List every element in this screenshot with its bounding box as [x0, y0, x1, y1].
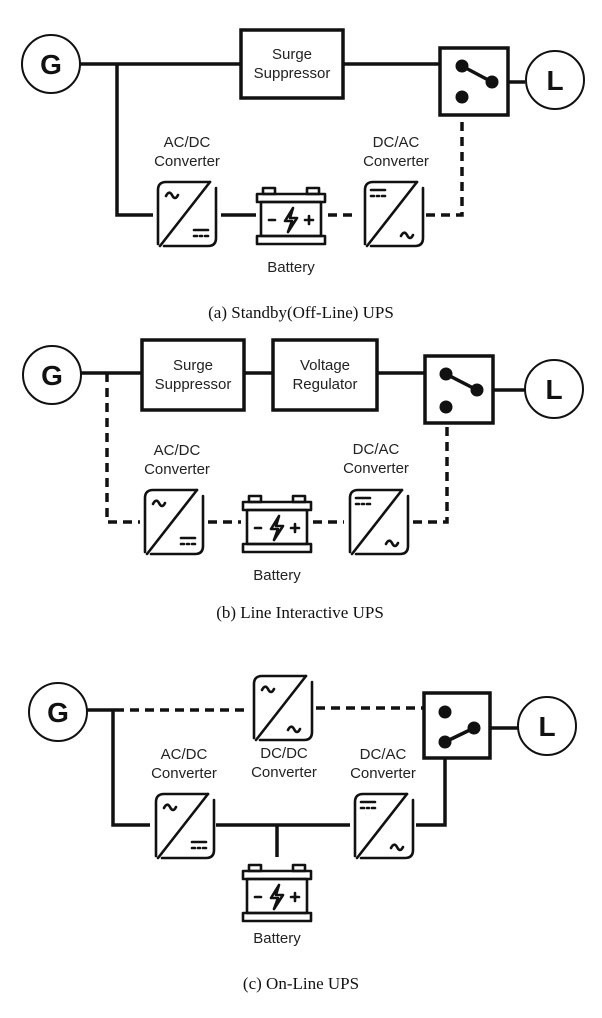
battery-icon — [241, 863, 313, 923]
generator-source — [21, 34, 81, 94]
dcac-label-2: Converter — [363, 153, 429, 170]
generator-source — [28, 682, 88, 742]
generator-label: G — [41, 360, 63, 391]
transfer-switch — [422, 691, 492, 760]
dcdc-converter-icon — [252, 674, 314, 742]
battery-label: Battery — [253, 567, 301, 584]
acdc-converter-icon — [154, 792, 216, 860]
wire-dcac-to-switch — [416, 742, 447, 827]
surge-suppressor-label-1: Surge — [272, 46, 312, 63]
voltage-regulator-label-2: Regulator — [292, 376, 357, 393]
load-label: L — [545, 374, 562, 405]
switch-lever — [445, 372, 478, 392]
acdc-label-2: Converter — [144, 461, 210, 478]
dcac-label-2: Converter — [350, 765, 416, 782]
surge-suppressor-label-2: Suppressor — [254, 65, 331, 82]
battery-icon — [255, 186, 327, 246]
caption-online: (c) On-Line UPS — [243, 974, 359, 993]
load-label: L — [546, 65, 563, 96]
switch-contact-backup — [455, 90, 469, 104]
switch-contact-backup — [439, 400, 453, 414]
diagram-online-ups: G DC/DC Converter L AC/DC Converter DC/A… — [28, 674, 577, 993]
surge-suppressor-block — [239, 28, 345, 100]
dcac-label-1: DC/AC — [360, 746, 407, 763]
acdc-converter-icon — [143, 488, 205, 556]
generator-source — [22, 345, 82, 405]
acdc-converter-icon — [156, 180, 218, 248]
load — [524, 359, 584, 419]
dcac-converter-icon — [348, 488, 410, 556]
caption-line-interactive: (b) Line Interactive UPS — [216, 603, 384, 622]
dcdc-label-2: Converter — [251, 764, 317, 781]
battery-label: Battery — [267, 259, 315, 276]
acdc-label-2: Converter — [151, 765, 217, 782]
acdc-label-1: AC/DC — [154, 442, 201, 459]
battery-label: Battery — [253, 930, 301, 947]
wire-grid-to-acdc — [111, 710, 150, 827]
switch-lever — [444, 726, 475, 744]
switch-contact-bypass — [438, 705, 452, 719]
wire-grid-to-acdc-dashed — [105, 373, 140, 524]
acdc-label-2: Converter — [154, 153, 220, 170]
dcac-label-1: DC/AC — [373, 134, 420, 151]
generator-label: G — [47, 697, 69, 728]
diagram-line-interactive-ups: G Surge Suppressor Voltage Regulator L A… — [22, 338, 584, 622]
transfer-switch — [438, 46, 510, 117]
load — [525, 50, 585, 110]
surge-suppressor-label-1: Surge — [173, 357, 213, 374]
dcdc-label-1: DC/DC — [260, 745, 308, 762]
surge-suppressor-label-2: Suppressor — [155, 376, 232, 393]
wire-dcac-to-switch-dashed — [426, 100, 464, 217]
surge-suppressor-block — [140, 338, 246, 412]
load-label: L — [538, 711, 555, 742]
dcac-label-1: DC/AC — [353, 441, 400, 458]
wire-dcac-to-switch-dashed — [413, 410, 449, 524]
caption-standby: (a) Standby(Off-Line) UPS — [208, 303, 394, 322]
dcac-converter-icon — [363, 180, 425, 248]
load — [517, 696, 577, 756]
wire-grid-to-acdc — [115, 64, 153, 217]
battery-icon — [241, 494, 313, 554]
diagram-standby-ups: G Surge Suppressor L AC/DC Converter Bat… — [21, 28, 585, 322]
voltage-regulator-label-1: Voltage — [300, 357, 350, 374]
generator-label: G — [40, 49, 62, 80]
voltage-regulator-block — [271, 338, 379, 412]
acdc-label-1: AC/DC — [164, 134, 211, 151]
dcac-converter-icon — [353, 792, 415, 860]
transfer-switch — [423, 354, 495, 425]
acdc-label-1: AC/DC — [161, 746, 208, 763]
dcac-label-2: Converter — [343, 460, 409, 477]
switch-lever — [461, 64, 493, 84]
